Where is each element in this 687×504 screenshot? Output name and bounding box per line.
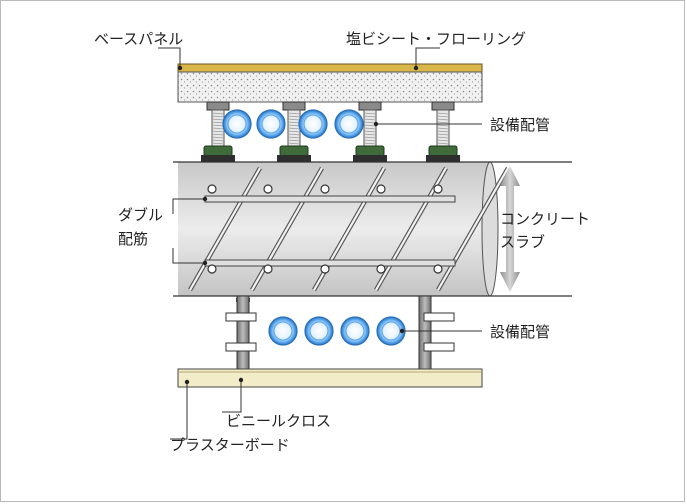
leader-dot-icon-5	[202, 260, 208, 266]
upper-pipe-1	[222, 109, 252, 139]
label-concrete-line1: コンクリート	[500, 210, 590, 228]
leader-lines	[158, 47, 482, 440]
leader-dot-icon-2	[413, 65, 419, 71]
pedestal-support-3	[353, 101, 387, 162]
label-piping-upper: 設備配管	[490, 116, 550, 134]
label-plaster-board: プラスターボード	[170, 436, 290, 454]
label-base-panel: ベースパネル	[94, 30, 183, 48]
double-headed-arrow-icon	[500, 166, 520, 292]
lower-piping-group	[268, 316, 406, 346]
leader-dot-icon-4	[202, 196, 208, 202]
ceiling-hanger-posts	[225, 295, 455, 370]
leader-dot-icon-6	[399, 328, 405, 334]
label-double-rebar-line1: ダブル	[118, 206, 163, 224]
rebar-distribution-bars	[207, 184, 443, 274]
pedestal-support-4	[426, 101, 460, 162]
lower-pipe-1	[268, 316, 298, 346]
upper-pipe-3	[298, 109, 328, 139]
flooring-layer	[177, 63, 483, 73]
leader-dot-icons	[177, 65, 419, 385]
label-vinyl-cloth: ビニールクロス	[226, 412, 331, 430]
leader-dot-icon-8	[184, 379, 190, 385]
label-piping-lower: 設備配管	[490, 323, 550, 341]
label-double-rebar-line2: 配筋	[118, 230, 148, 248]
pedestal-supports	[201, 101, 460, 162]
base-panel-layer	[177, 71, 483, 103]
leader-dot-icon-7	[238, 377, 244, 383]
upper-pipe-2	[256, 109, 286, 139]
leader-dot-icon-3	[373, 121, 379, 127]
double-rebar	[188, 166, 510, 292]
upper-piping-group	[222, 109, 364, 139]
plaster-board-layer	[177, 368, 483, 388]
lower-pipe-2	[304, 316, 334, 346]
pedestal-support-2	[277, 101, 311, 162]
upper-pipe-4	[334, 109, 364, 139]
leader-dot-icon-1	[177, 65, 183, 71]
label-concrete-line2: スラブ	[500, 233, 545, 251]
lower-pipe-3	[340, 316, 370, 346]
label-flooring: 塩ビシート・フローリング	[346, 30, 526, 48]
